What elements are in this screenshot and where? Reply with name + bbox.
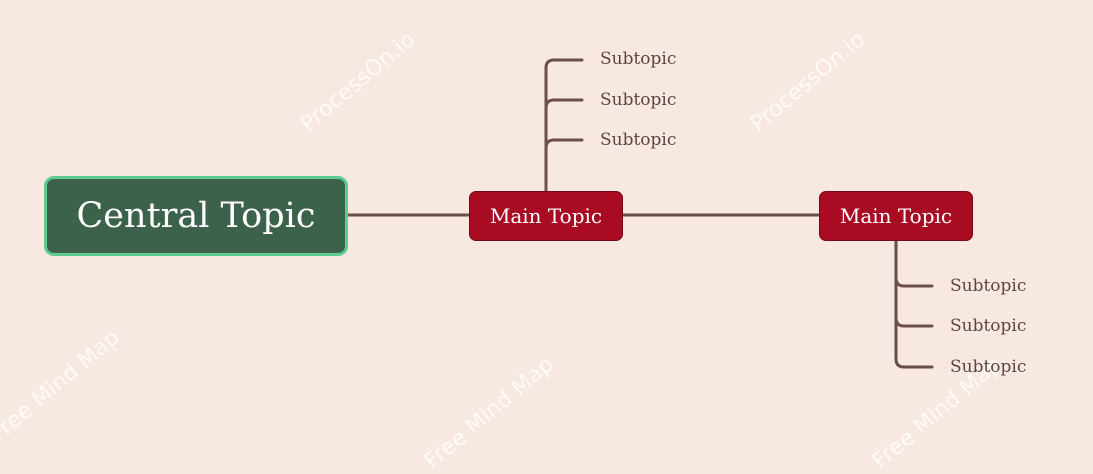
central-topic-node[interactable]: Central Topic [44, 176, 348, 256]
connector-main-2-subtopic-1 [894, 276, 934, 288]
main-topic-node-2[interactable]: Main Topic [819, 191, 973, 241]
central-topic-label: Central Topic [76, 196, 316, 236]
subtopic-2-2[interactable]: Subtopic [950, 316, 1027, 336]
connector-main-1-subtopic-3 [544, 138, 584, 150]
main-topic-label-2: Main Topic [839, 204, 953, 228]
main-topic-label-1: Main Topic [489, 204, 603, 228]
connector-main-1-subtopic-2 [544, 98, 584, 110]
connector-main-2-subtopics [894, 239, 934, 369]
subtopic-1-2[interactable]: Subtopic [600, 90, 677, 110]
subtopic-2-1[interactable]: Subtopic [950, 276, 1027, 296]
main-topic-node-1[interactable]: Main Topic [469, 191, 623, 241]
connector-main-2-subtopic-2 [894, 316, 934, 328]
subtopic-1-1[interactable]: Subtopic [600, 49, 677, 69]
subtopic-1-3[interactable]: Subtopic [600, 130, 677, 150]
subtopic-2-3[interactable]: Subtopic [950, 357, 1027, 377]
connector-canvas [346, 58, 934, 369]
connector-main-1-subtopics [544, 58, 584, 193]
